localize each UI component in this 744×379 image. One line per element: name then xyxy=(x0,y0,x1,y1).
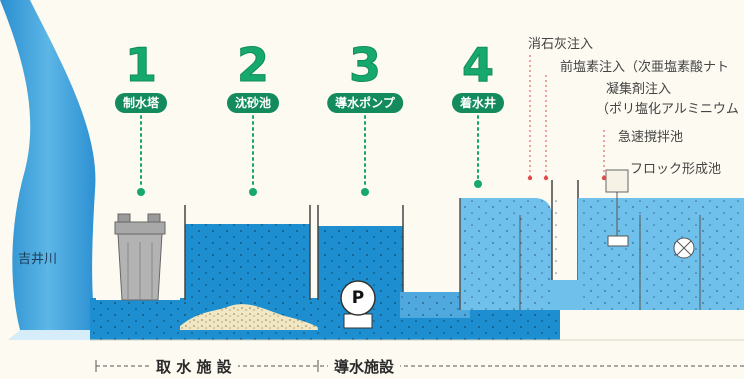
pump-body xyxy=(340,280,376,329)
river-flow xyxy=(0,0,96,330)
pre-chlorine-injection-point xyxy=(543,175,549,181)
river-foam xyxy=(8,330,110,340)
rapid-mix-label: 急速撹拌池 xyxy=(618,130,684,145)
pump-symbol: P xyxy=(351,288,365,308)
coagulant-injection-point xyxy=(601,175,607,181)
pre-chlorine-label: 前塩素注入（次亜塩素酸ナト xyxy=(560,60,730,75)
stage-2-marker xyxy=(249,188,257,196)
floc-paddle xyxy=(673,237,695,259)
coagulant-label: 凝集剤注入 xyxy=(606,82,672,97)
coagulant-detail-label: （ポリ塩化アルミニウム xyxy=(596,102,739,117)
stage-3-number: 3 xyxy=(348,38,381,92)
stage-4-number: 4 xyxy=(461,38,494,92)
intake-tower xyxy=(114,213,166,301)
intake-section-label: 取 水 施 設 xyxy=(150,356,238,377)
stage-2-label: 沈砂池 xyxy=(226,93,280,113)
stage-4-marker xyxy=(474,180,482,188)
stage-4-label: 着水井 xyxy=(451,93,505,113)
floc-basin-label: フロック形成池 xyxy=(630,162,722,177)
slaked-lime-label: 消石灰注入 xyxy=(528,37,594,52)
stage-1-marker xyxy=(137,188,145,196)
stage-2-number: 2 xyxy=(236,38,269,92)
stage-3-marker xyxy=(361,188,369,196)
river-label: 吉井川 xyxy=(18,252,58,267)
stage-1-number: 1 xyxy=(124,38,157,92)
mixer-unit xyxy=(605,169,629,193)
rapid-mix-paddle xyxy=(607,235,629,247)
slaked-lime-injection-point xyxy=(527,175,533,181)
conveyance-section-label: 導水施設 xyxy=(328,356,401,377)
stage-3-label: 導水ポンプ xyxy=(327,93,403,113)
stage-1-label: 制水塔 xyxy=(114,93,168,113)
